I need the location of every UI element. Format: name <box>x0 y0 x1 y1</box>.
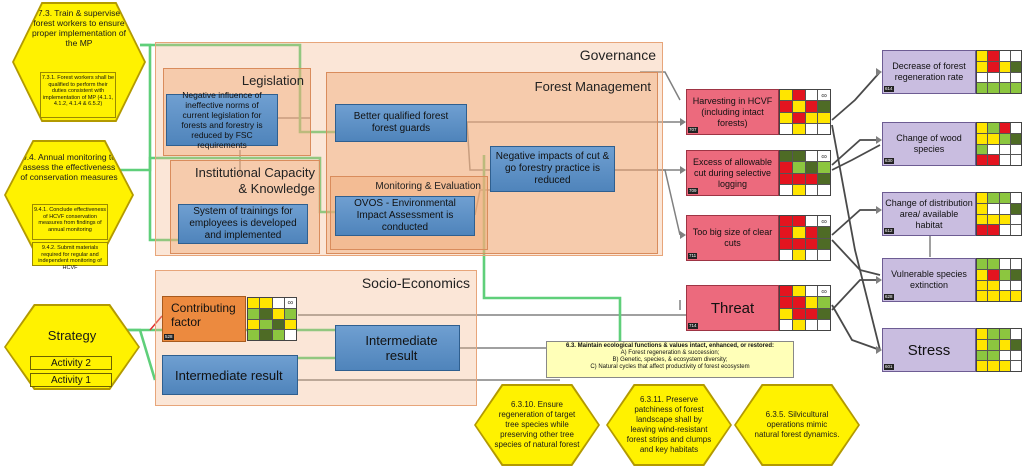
stress-regeneration-rate-rating-grid <box>976 50 1022 94</box>
stress-regeneration-rate[interactable]: Decrease of forest regeneration rate 614 <box>882 50 976 94</box>
goal-item-c: C) Natural cycles that affect productivi… <box>590 364 750 370</box>
governance-title: Governance <box>579 47 656 63</box>
activity-2-box[interactable]: Activity 2 <box>30 356 112 370</box>
stress-tag: 612 <box>884 228 894 234</box>
hex-6-3-10[interactable]: 6.3.10. Ensure regeneration of target tr… <box>476 386 598 464</box>
stress-species-extinction[interactable]: Vulnerable species extinction 628 <box>882 258 976 302</box>
goal-item-a: A) Forest regeneration & succession; <box>620 350 720 356</box>
stress-distribution-area-label: Change of distribution area/ available h… <box>885 197 973 230</box>
contributing-factor-label: Contributing factor <box>171 301 236 329</box>
threat-tag: 714 <box>688 323 698 329</box>
stress-distribution-area[interactable]: Change of distribution area/ available h… <box>882 192 976 236</box>
strategy-7-3-title: 7.3. Train & supervise forest workers to… <box>31 8 127 48</box>
stress-generic-label: Stress <box>907 341 951 359</box>
activity-1-box[interactable]: Activity 1 <box>30 373 112 387</box>
intermediate-result-2[interactable]: Intermediate result <box>162 355 298 395</box>
result-guards[interactable]: Better qualified forest forest guards <box>335 104 467 142</box>
legislation-title: Legislation <box>241 73 304 88</box>
hex-6-3-11[interactable]: 6.3.11. Preserve patchiness of forest la… <box>608 386 730 464</box>
stress-generic-rating-grid <box>976 328 1022 372</box>
institutional-title: Institutional Capacity & Knowledge <box>195 165 315 196</box>
stress-generic[interactable]: Stress 601 <box>882 328 976 372</box>
intermediate-result-1[interactable]: Intermediate result <box>335 325 460 371</box>
threat-clear-cuts-label: Too big size of clear cuts <box>692 227 773 248</box>
stress-distribution-area-rating-grid <box>976 192 1022 236</box>
contributing-factor-tag: 528 <box>164 334 174 340</box>
infinity-icon: ∞ <box>818 216 830 227</box>
stress-tag: 601 <box>884 364 894 370</box>
contributing-factor-rating-grid: ∞ <box>247 297 297 341</box>
stress-wood-species-rating-grid <box>976 122 1022 166</box>
infinity-icon: ∞ <box>284 298 296 308</box>
strategy-7-3-1-box[interactable]: 7.3.1. Forest workers shall be qualified… <box>40 72 116 118</box>
threat-generic[interactable]: Threat 714 <box>686 285 779 331</box>
result-ovos[interactable]: OVOS - Environmental Impact Assessment i… <box>335 196 475 236</box>
contributing-factor[interactable]: Contributing factor 528 <box>162 296 246 342</box>
stress-regeneration-rate-label: Decrease of forest regeneration rate <box>892 61 966 82</box>
stress-tag: 628 <box>884 294 894 300</box>
stress-species-extinction-label: Vulnerable species extinction <box>891 269 967 290</box>
hex-6-3-11-label: 6.3.11. Preserve patchiness of forest la… <box>626 395 712 454</box>
infinity-icon: ∞ <box>818 286 830 297</box>
monitoring-title: Monitoring & Evaluation <box>375 181 481 192</box>
result-cut-go[interactable]: Negative impacts of cut & go forestry pr… <box>490 146 615 192</box>
infinity-icon: ∞ <box>818 151 830 162</box>
strategy-9-4-1-box[interactable]: 9.4.1. Conclude effectiveness of HCVF co… <box>32 204 108 240</box>
result-trainings[interactable]: System of trainings for employees is dev… <box>178 204 308 244</box>
threat-clear-cuts[interactable]: Too big size of clear cuts 711 <box>686 215 779 261</box>
threat-generic-rating-grid: ∞ <box>779 285 831 331</box>
strategy-7-3-hex[interactable]: 7.3. Train & supervise forest workers to… <box>14 4 144 120</box>
goal-6-3-box[interactable]: 6.3. Maintain ecological functions & val… <box>546 341 794 378</box>
threat-tag: 709 <box>688 188 698 194</box>
hex-6-3-10-label: 6.3.10. Ensure regeneration of target tr… <box>494 400 580 449</box>
strategy-label: Strategy <box>47 328 97 343</box>
stress-species-extinction-rating-grid <box>976 258 1022 302</box>
strategy-9-4-title: 9.4. Annual monitoring to assess the eff… <box>20 152 118 182</box>
threat-tag: 711 <box>688 253 698 259</box>
strategy-9-4-2-box[interactable]: 9.4.2. Submit materials required for reg… <box>32 242 108 271</box>
goal-item-b: B) Genetic, species, & ecosystem diversi… <box>612 357 728 363</box>
stress-wood-species-label: Change of wood species <box>896 133 962 154</box>
socio-economics-title: Socio-Economics <box>361 275 470 291</box>
stress-tag: 630 <box>884 158 894 164</box>
threat-excess-cut-label: Excess of allowable cut during selective… <box>692 156 773 189</box>
threat-harvesting-hcvf-label: Harvesting in HCVF (including intact for… <box>692 95 773 128</box>
goal-title: 6.3. Maintain ecological functions & val… <box>565 343 775 349</box>
threat-harvesting-hcvf-rating-grid: ∞ <box>779 89 831 135</box>
threat-clear-cuts-rating-grid: ∞ <box>779 215 831 261</box>
threat-harvesting-hcvf[interactable]: Harvesting in HCVF (including intact for… <box>686 89 779 135</box>
infinity-icon: ∞ <box>818 90 830 101</box>
hex-6-3-5-label: 6.3.5. Silvicultural operations mimic na… <box>754 410 840 439</box>
threat-tag: 707 <box>688 127 698 133</box>
forest-management-title: Forest Management <box>534 79 651 94</box>
threat-excess-cut[interactable]: Excess of allowable cut during selective… <box>686 150 779 196</box>
stress-tag: 614 <box>884 86 894 92</box>
threat-generic-label: Threat <box>710 299 755 317</box>
result-legislation[interactable]: Negative influence of ineffective norms … <box>166 90 278 150</box>
hex-6-3-5[interactable]: 6.3.5. Silvicultural operations mimic na… <box>736 386 858 464</box>
stress-wood-species[interactable]: Change of wood species 630 <box>882 122 976 166</box>
threat-excess-cut-rating-grid: ∞ <box>779 150 831 196</box>
